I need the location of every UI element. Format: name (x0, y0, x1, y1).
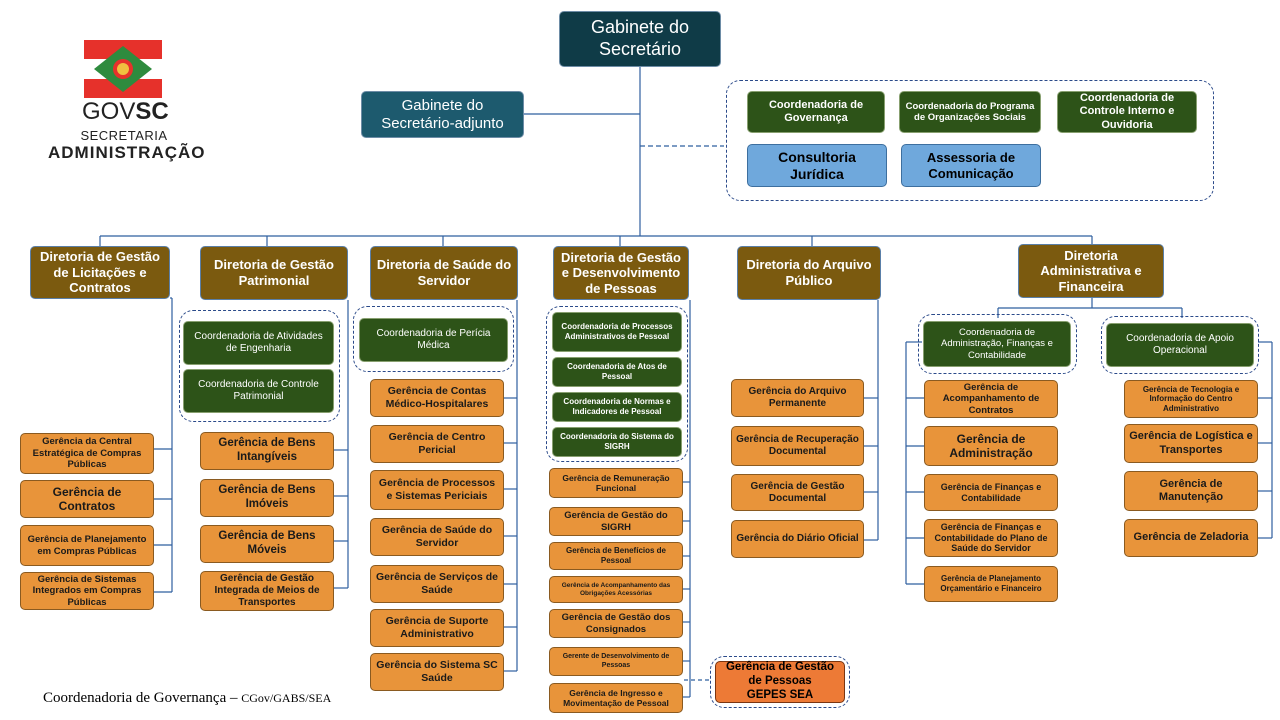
gerencia-gestao-documental[interactable]: Gerência de Gestão Documental (731, 474, 864, 511)
admin-coord-left-group (918, 314, 1077, 374)
gerencia-central-compras[interactable]: Gerência da Central Estratégica de Compr… (20, 433, 154, 474)
coord-organizacoes-sociais[interactable]: Coordenadoria do Programa de Organizaçõe… (899, 91, 1041, 133)
gerencia-zeladoria[interactable]: Gerência de Zeladoria (1124, 519, 1258, 557)
coord-administracao-financas[interactable]: Coordenadoria de Administração, Finanças… (923, 321, 1071, 367)
saude-coord-group (353, 306, 514, 372)
brand-name: GOVSC (82, 98, 169, 126)
gerencia-planejamento-compras[interactable]: Gerência de Planejamento em Compras Públ… (20, 525, 154, 566)
coord-sistema-sigrh[interactable]: Coordenadoria do Sistema do SIGRH (552, 427, 682, 457)
gepes-sea[interactable]: Gerência de Gestão de Pessoas GEPES SEA (715, 661, 845, 703)
pessoas-coord-group (546, 306, 688, 462)
diretoria-saude[interactable]: Diretoria de Saúde do Servidor (370, 246, 518, 300)
gerencia-diario-oficial[interactable]: Gerência do Diário Oficial (731, 520, 864, 558)
gerencia-consignados[interactable]: Gerência de Gestão dos Consignados (549, 609, 683, 638)
coord-controle-patrimonial[interactable]: Coordenadoria de Controle Patrimonial (183, 369, 334, 413)
footer-separator: – (226, 690, 242, 706)
coord-controle-interno[interactable]: Coordenadoria de Controle Interno e Ouvi… (1057, 91, 1197, 133)
gepes-acronym: GEPES SEA (746, 688, 814, 701)
diretoria-administrativa[interactable]: Diretoria Administrativa e Financeira (1018, 244, 1164, 298)
gerencia-sistemas-integrados[interactable]: Gerência de Sistemas Integrados em Compr… (20, 572, 154, 610)
gerencia-processos-periciais[interactable]: Gerência de Processos e Sistemas Pericia… (370, 470, 504, 510)
diretoria-arquivo[interactable]: Diretoria do Arquivo Público (737, 246, 881, 300)
coord-processos-administrativos[interactable]: Coordenadoria de Processos Administrativ… (552, 312, 682, 352)
gerencia-suporte-administrativo[interactable]: Gerência de Suporte Administrativo (370, 609, 504, 647)
advisory-group (726, 80, 1214, 201)
gerencia-saude-servidor[interactable]: Gerência de Saúde do Servidor (370, 518, 504, 556)
gepes-title: Gerência de Gestão de Pessoas (725, 661, 835, 688)
coord-apoio-operacional[interactable]: Coordenadoria de Apoio Operacional (1106, 323, 1254, 367)
footer-caption: Coordenadoria de Governança – CGov/GABS/… (43, 689, 443, 707)
gerencia-recuperacao-documental[interactable]: Gerência de Recuperação Documental (731, 426, 864, 466)
gerencia-remuneracao-funcional[interactable]: Gerência de Remuneração Funcional (549, 468, 683, 498)
gerencia-tecnologia-informacao[interactable]: Gerência de Tecnologia e Informação do C… (1124, 380, 1258, 418)
diretoria-licitacoes[interactable]: Diretoria de Gestão de Licitações e Cont… (30, 246, 170, 299)
gerencia-sistema-sc-saude[interactable]: Gerência do Sistema SC Saúde (370, 653, 504, 691)
footer-small: CGov/GABS/SEA (241, 691, 332, 705)
gerencia-contratos[interactable]: Gerência de Contratos (20, 480, 154, 518)
gerencia-beneficios-pessoal[interactable]: Gerência de Benefícios de Pessoal (549, 542, 683, 570)
footer-main: Coordenadoria de Governança (43, 690, 227, 706)
gerencia-gestao-sigrh[interactable]: Gerência de Gestão do SIGRH (549, 507, 683, 536)
gerencia-logistica-transportes[interactable]: Gerência de Logística e Transportes (1124, 424, 1258, 463)
gerencia-bens-intangiveis[interactable]: Gerência de Bens Intangíveis (200, 432, 334, 470)
gabinete-adjunto[interactable]: Gabinete do Secretário-adjunto (361, 91, 524, 138)
consultoria-juridica[interactable]: Consultoria Jurídica (747, 144, 887, 187)
administracao-label: ADMINISTRAÇÃO (48, 143, 206, 162)
gabinete-secretario[interactable]: Gabinete do Secretário (559, 11, 721, 67)
coord-atividades-engenharia[interactable]: Coordenadoria de Atividades de Engenhari… (183, 321, 334, 365)
gerencia-acompanhamento-contratos[interactable]: Gerência de Acompanhamento de Contratos (924, 380, 1058, 418)
gepes-group (710, 656, 850, 708)
gerencia-bens-imoveis[interactable]: Gerência de Bens Imóveis (200, 479, 334, 517)
gerencia-financas-plano-saude[interactable]: Gerência de Finanças e Contabilidade do … (924, 519, 1058, 557)
gerencia-centro-pericial[interactable]: Gerência de Centro Pericial (370, 425, 504, 463)
gerencia-manutencao[interactable]: Gerência de Manutenção (1124, 471, 1258, 511)
coord-governanca[interactable]: Coordenadoria de Governança (747, 91, 885, 133)
gerencia-planejamento-orcamentario[interactable]: Gerência de Planejamento Orçamentário e … (924, 566, 1058, 602)
admin-coord-right-group (1101, 316, 1259, 374)
brand-suffix: SC (135, 98, 169, 125)
secretaria-label: SECRETARIA (80, 128, 168, 143)
gerencia-financas-contabilidade[interactable]: Gerência de Finanças e Contabilidade (924, 474, 1058, 511)
brand-prefix: GOV (82, 98, 136, 125)
gerencia-servicos-saude[interactable]: Gerência de Serviços de Saúde (370, 565, 504, 603)
gerencia-obrigacoes-acessorias[interactable]: Gerência de Acompanhamento das Obrigaçõe… (549, 576, 683, 603)
gerencia-administracao[interactable]: Gerência de Administração (924, 426, 1058, 466)
diretoria-patrimonial[interactable]: Diretoria de Gestão Patrimonial (200, 246, 348, 300)
patrimonial-coord-group (179, 310, 340, 422)
gerencia-ingresso-movimentacao[interactable]: Gerência de Ingresso e Movimentação de P… (549, 683, 683, 713)
coord-pericia-medica[interactable]: Coordenadoria de Perícia Médica (359, 318, 508, 362)
gerencia-meios-transportes[interactable]: Gerência de Gestão Integrada de Meios de… (200, 571, 334, 611)
coord-atos-pessoal[interactable]: Coordenadoria de Atos de Pessoal (552, 357, 682, 387)
assessoria-comunicacao[interactable]: Assessoria de Comunicação (901, 144, 1041, 187)
gerente-desenvolvimento-pessoas[interactable]: Gerente de Desenvolvimento de Pessoas (549, 647, 683, 676)
gerencia-contas-medico[interactable]: Gerência de Contas Médico-Hospitalares (370, 379, 504, 417)
govsc-logo: GOVSC SECRETARIA ADMINISTRAÇÃO (48, 38, 205, 163)
santa-catarina-flag-icon (84, 40, 162, 98)
coord-normas-indicadores[interactable]: Coordenadoria de Normas e Indicadores de… (552, 392, 682, 422)
gerencia-arquivo-permanente[interactable]: Gerência do Arquivo Permanente (731, 379, 864, 417)
gerencia-bens-moveis[interactable]: Gerência de Bens Móveis (200, 525, 334, 563)
diretoria-pessoas[interactable]: Diretoria de Gestão e Desenvolvimento de… (553, 246, 689, 300)
